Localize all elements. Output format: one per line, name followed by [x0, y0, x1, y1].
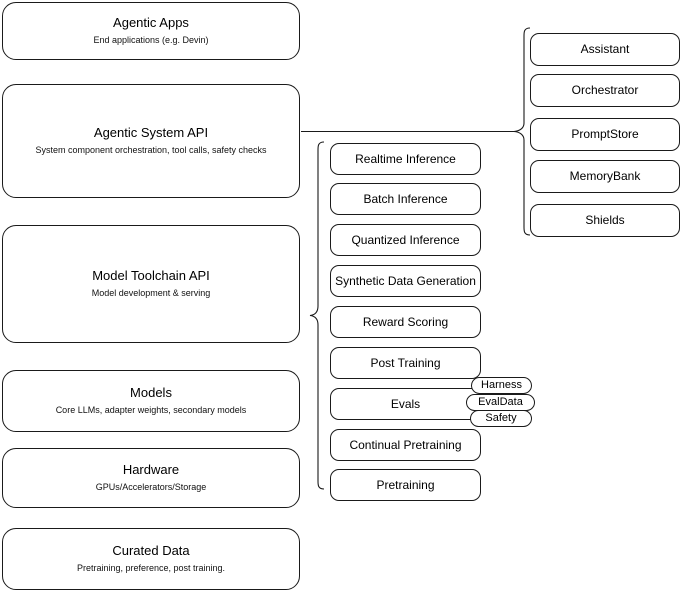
- item-label: Post Training: [370, 355, 441, 370]
- layer-title: Model Toolchain API: [92, 268, 210, 283]
- toolchain-item-quantized-inference[interactable]: Quantized Inference: [330, 224, 481, 256]
- item-label: Orchestrator: [571, 83, 639, 97]
- layer-agentic-system-api[interactable]: Agentic System API System component orch…: [2, 84, 300, 198]
- connector-line-system-api: [301, 131, 515, 132]
- badge-label: Safety: [485, 412, 517, 424]
- toolchain-item-batch-inference[interactable]: Batch Inference: [330, 183, 481, 215]
- toolchain-item-post-training[interactable]: Post Training: [330, 347, 481, 379]
- system-item-memorybank[interactable]: MemoryBank: [530, 160, 680, 193]
- layer-subtitle: End applications (e.g. Devin): [93, 35, 209, 45]
- layer-subtitle: System component orchestration, tool cal…: [35, 145, 267, 155]
- item-label: Continual Pretraining: [349, 437, 462, 452]
- badge-label: Harness: [481, 379, 522, 391]
- layer-subtitle: GPUs/Accelerators/Storage: [95, 482, 207, 492]
- toolchain-item-realtime-inference[interactable]: Realtime Inference: [330, 143, 481, 175]
- toolchain-item-continual-pretraining[interactable]: Continual Pretraining: [330, 429, 481, 461]
- item-label: Shields: [585, 213, 625, 227]
- item-label: Batch Inference: [363, 191, 448, 206]
- layer-subtitle: Pretraining, preference, post training.: [76, 563, 226, 573]
- eval-badge-harness[interactable]: Harness: [471, 377, 532, 394]
- brace-system: [513, 27, 531, 236]
- system-item-promptstore[interactable]: PromptStore: [530, 118, 680, 151]
- item-label: MemoryBank: [569, 169, 641, 183]
- eval-badge-evaldata[interactable]: EvalData: [466, 394, 535, 411]
- item-label: PromptStore: [571, 127, 639, 141]
- toolchain-item-pretraining[interactable]: Pretraining: [330, 469, 481, 501]
- item-label: Quantized Inference: [351, 232, 460, 247]
- layer-model-toolchain-api[interactable]: Model Toolchain API Model development & …: [2, 225, 300, 343]
- item-label: Realtime Inference: [355, 151, 456, 166]
- layer-title: Hardware: [122, 462, 180, 477]
- brace-toolchain: [309, 141, 325, 490]
- item-label: Reward Scoring: [362, 314, 449, 329]
- system-item-assistant[interactable]: Assistant: [530, 33, 680, 66]
- eval-badge-safety[interactable]: Safety: [470, 410, 532, 427]
- badge-label: EvalData: [478, 396, 523, 408]
- layer-title: Agentic System API: [93, 125, 209, 140]
- toolchain-item-reward-scoring[interactable]: Reward Scoring: [330, 306, 481, 338]
- layer-title: Curated Data: [112, 543, 190, 558]
- item-label: Assistant: [580, 42, 630, 56]
- system-item-shields[interactable]: Shields: [530, 204, 680, 237]
- layer-models[interactable]: Models Core LLMs, adapter weights, secon…: [2, 370, 300, 432]
- layer-curated-data[interactable]: Curated Data Pretraining, preference, po…: [2, 528, 300, 590]
- item-label: Pretraining: [376, 477, 435, 492]
- layer-hardware[interactable]: Hardware GPUs/Accelerators/Storage: [2, 448, 300, 508]
- toolchain-item-evals[interactable]: Evals: [330, 388, 481, 420]
- layer-agentic-apps[interactable]: Agentic Apps End applications (e.g. Devi…: [2, 2, 300, 60]
- system-item-orchestrator[interactable]: Orchestrator: [530, 74, 680, 107]
- item-label: Synthetic Data Generation: [335, 273, 476, 288]
- item-label: Evals: [390, 396, 421, 411]
- toolchain-item-synthetic-data-generation[interactable]: Synthetic Data Generation: [330, 265, 481, 297]
- layer-title: Agentic Apps: [113, 15, 189, 30]
- layer-subtitle: Model development & serving: [91, 288, 211, 298]
- layer-title: Models: [130, 385, 172, 400]
- layer-subtitle: Core LLMs, adapter weights, secondary mo…: [55, 405, 247, 415]
